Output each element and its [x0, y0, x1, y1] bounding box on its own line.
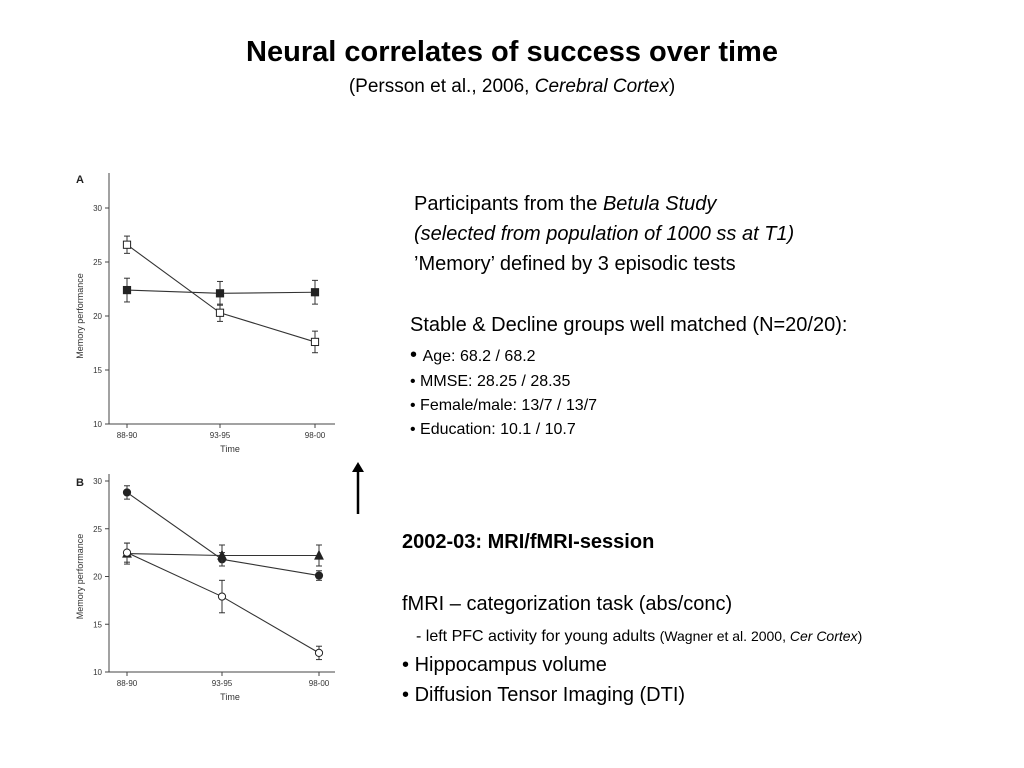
x-tick-label: 98-00 — [305, 431, 326, 440]
bullet-text: Age: 68.2 / 68.2 — [422, 348, 536, 365]
group-bullet-age: • Age: 68.2 / 68.2 — [410, 340, 536, 370]
slide-citation: (Persson et al., 2006, Cerebral Cortex) — [0, 76, 1024, 98]
group-bullet-education: • Education: 10.1 / 10.7 — [410, 421, 576, 438]
data-point — [122, 240, 132, 249]
group-bullet-mmse: • MMSE: 28.25 / 28.35 — [410, 373, 571, 390]
data-point — [122, 488, 132, 497]
session-bullet-hippocampus: • Hippocampus volume — [402, 654, 607, 676]
participants-prefix: Participants from the — [414, 193, 603, 215]
y-tick-label: 10 — [93, 668, 102, 677]
participants-line: Participants from the Betula Study — [414, 189, 716, 219]
y-tick-label: 10 — [93, 420, 102, 429]
data-point — [314, 648, 324, 657]
pfc-ref-suffix: ) — [857, 628, 863, 644]
y-axis-label: Memory performance — [75, 534, 85, 620]
data-point — [310, 288, 320, 297]
data-point — [215, 289, 225, 298]
slide-title: Neural correlates of success over time — [246, 36, 778, 68]
citation-journal: Cerebral Cortex — [534, 76, 669, 97]
pfc-line: - left PFC activity for young adults (Wa… — [416, 624, 862, 649]
citation-suffix: ) — [668, 76, 676, 97]
groups-heading: Stable & Decline groups well matched (N=… — [410, 314, 848, 336]
betula-study: Betula Study — [602, 193, 717, 215]
y-tick-label: 20 — [93, 573, 102, 582]
group-bullet-sex: • Female/male: 13/7 / 13/7 — [410, 397, 598, 414]
session-bullet-dti: • Diffusion Tensor Imaging (DTI) — [402, 684, 686, 706]
bullet-text: Hippocampus volume — [414, 654, 607, 676]
bullet-dot: • — [410, 344, 418, 366]
y-tick-label: 30 — [93, 477, 102, 486]
y-axis-label: Memory performance — [75, 273, 85, 359]
x-tick-label: 93-95 — [212, 679, 233, 688]
y-tick-label: 25 — [93, 258, 102, 267]
x-tick-label: 88-90 — [117, 679, 138, 688]
pfc-ref-prefix: (Wagner et al. 2000, — [659, 628, 790, 644]
y-tick-label: 25 — [93, 525, 102, 534]
citation-prefix: (Persson et al., 2006, — [348, 76, 535, 97]
y-tick-label: 15 — [93, 620, 102, 629]
data-point — [122, 285, 132, 295]
data-point — [217, 549, 227, 560]
panel-label: A — [76, 174, 84, 186]
pfc-text: - left PFC activity for young adults — [416, 628, 660, 645]
session-heading: 2002-03: MRI/fMRI-session — [402, 531, 655, 553]
bullet-text: MMSE: 28.25 / 28.35 — [420, 373, 571, 390]
panel-label: B — [76, 477, 84, 489]
data-point — [314, 549, 324, 560]
data-point — [314, 571, 324, 580]
data-point — [215, 308, 225, 317]
selected-line: (selected from population of 1000 ss at … — [414, 223, 795, 245]
data-point — [122, 548, 132, 557]
x-tick-label: 88-90 — [117, 431, 138, 440]
memory-definition: ’Memory’ defined by 3 episodic tests — [414, 253, 736, 275]
pfc-ref-journal: Cer Cortex — [789, 628, 858, 644]
data-point — [217, 592, 227, 601]
bullet-text: Female/male: 13/7 / 13/7 — [420, 397, 598, 414]
x-axis-label: Time — [220, 444, 240, 454]
y-tick-label: 20 — [93, 312, 102, 321]
y-tick-label: 30 — [93, 204, 102, 213]
series-line — [126, 552, 320, 654]
x-axis-label: Time — [220, 692, 240, 702]
bullet-text: Education: 10.1 / 10.7 — [420, 421, 576, 438]
fmri-line: fMRI – categorization task (abs/conc) — [402, 593, 733, 615]
bullet-text: Diffusion Tensor Imaging (DTI) — [414, 684, 686, 706]
up-arrow-icon — [352, 462, 364, 514]
x-tick-label: 93-95 — [210, 431, 231, 440]
x-tick-label: 98-00 — [309, 679, 330, 688]
y-tick-label: 15 — [93, 366, 102, 375]
data-point — [310, 337, 320, 347]
